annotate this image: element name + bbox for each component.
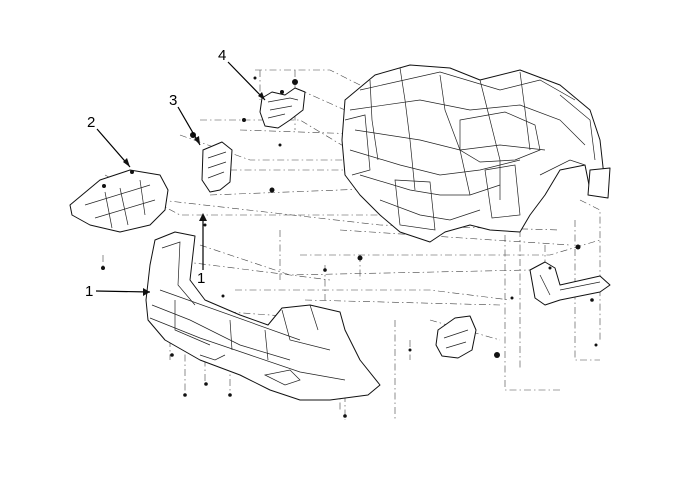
callout-4-label: 4 [218,47,226,64]
bumper-lower-bracket [408,315,500,359]
callout-1-label: 1 [85,283,93,300]
callout-leaders [95,61,266,293]
rear-bumper-cover [145,223,381,418]
callout-2-label: 2 [87,114,95,131]
callout-1b-label: 1 [197,270,205,287]
callout-3-label: 3 [169,92,177,109]
bumper-side-bracket [190,132,275,193]
callout-arrowheads [123,92,265,296]
bumper-lower-shield [69,169,169,270]
bumper-upper-bracket [242,76,306,147]
bumper-right-side-bracket [510,244,611,347]
vehicle-rear-body [341,64,611,243]
